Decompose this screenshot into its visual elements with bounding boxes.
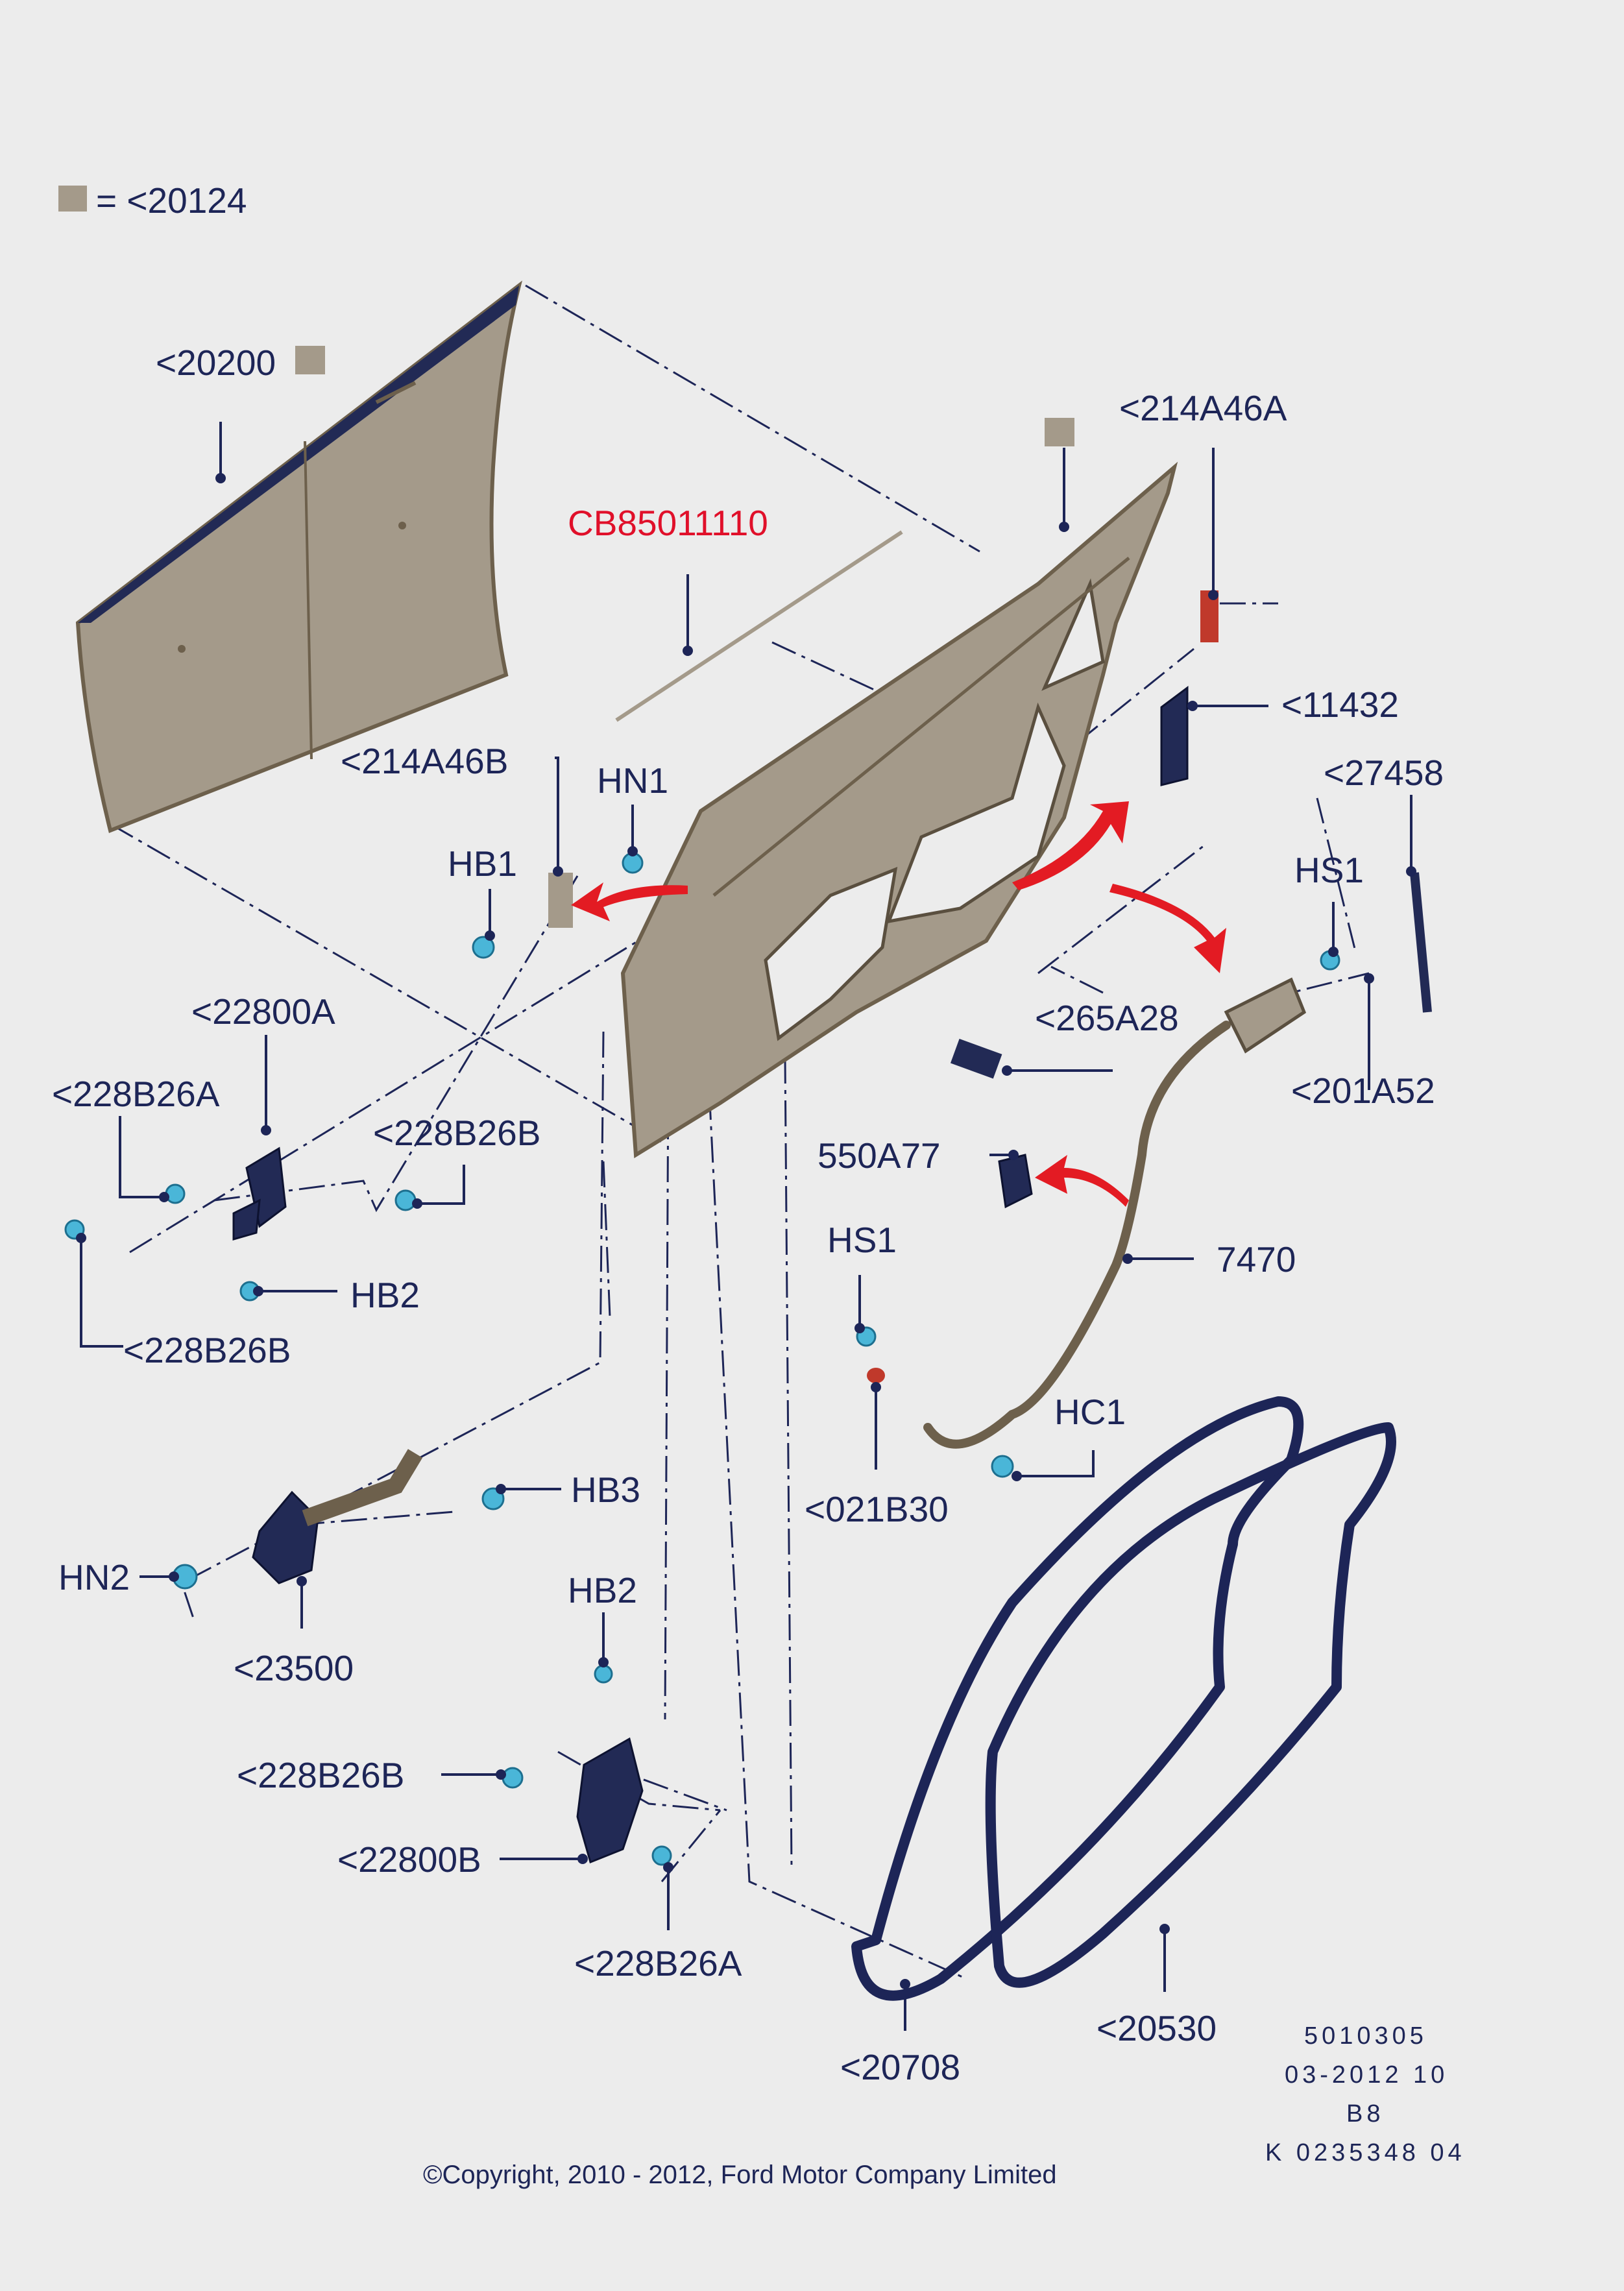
swatch-inner-panel [1045, 418, 1074, 446]
label-handle-265a28: <265A28 [1035, 998, 1179, 1038]
hb1-clip [472, 936, 495, 959]
label-grommet-021b30: <021B30 [805, 1489, 949, 1529]
part-labels: <20200 CB85011110 <214A46A <214A46B HN1 … [52, 343, 1444, 2087]
label-glass-run: CB85011110 [568, 503, 768, 543]
swatch-outer-panel [295, 346, 325, 374]
label-hs1-right: HS1 [1294, 850, 1364, 890]
label-outer-panel: <20200 [156, 343, 276, 383]
label-weatherstrip-20708: <20708 [840, 2047, 960, 2087]
screw-a-lower-clip [651, 1845, 672, 1866]
label-screw-a-lower: <228B26A [574, 1943, 742, 1983]
hinge-22800a [232, 1146, 287, 1241]
hinge-22800b [576, 1737, 644, 1864]
label-check-strap-cover: <214A46B [341, 741, 508, 781]
strip-27458 [1410, 872, 1432, 1013]
handle-265a28 [950, 1038, 1002, 1079]
cable-7470 [923, 1021, 1231, 1449]
door-latch-201a52 [1224, 977, 1307, 1054]
arrow-latch-icon [1035, 1155, 1129, 1207]
label-bracket-11432: <11432 [1281, 685, 1399, 725]
hc1-clip [991, 1455, 1014, 1478]
outer-door-panel [75, 280, 522, 834]
legend: = <20124 [58, 180, 247, 221]
label-hinge-lower: <22800B [337, 1839, 481, 1880]
check-strap-23500 [252, 1449, 423, 1584]
screw-a-upper-clip [165, 1183, 186, 1204]
label-hc1: HC1 [1054, 1392, 1126, 1432]
leader-lines [76, 422, 1416, 2031]
label-check-23500: <23500 [234, 1648, 354, 1688]
label-hb1: HB1 [448, 843, 517, 884]
inner-door-frame [620, 461, 1178, 1159]
screw-b-upper-right-clip [394, 1189, 417, 1211]
label-latch-201a52: <201A52 [1291, 1071, 1435, 1111]
legend-text: = <20124 [96, 180, 247, 221]
label-inner-panel: <214A46A [1119, 388, 1287, 428]
footer-code-2: 03-2012 10 [1285, 2061, 1448, 2089]
label-strip-27458: <27458 [1324, 753, 1444, 793]
hb3-clip [481, 1487, 505, 1510]
arrow-left-icon [571, 882, 688, 921]
footer-code-3: B8 [1346, 2100, 1384, 2127]
label-screw-b-lower: <228B26B [237, 1755, 404, 1795]
screw-b-lower-clip [502, 1767, 524, 1789]
label-weatherstrip-20530: <20530 [1097, 2008, 1217, 2048]
footer: 5010305 03-2012 10 B8 K 0235348 04 ©Copy… [423, 2022, 1466, 2189]
footer-code-1: 5010305 [1304, 2022, 1427, 2050]
label-hb3: HB3 [571, 1470, 640, 1510]
label-hn2: HN2 [58, 1557, 130, 1597]
label-hs1-mid: HS1 [827, 1220, 897, 1260]
arrow-up-right-icon [1012, 801, 1129, 890]
check-strap-cover [548, 873, 573, 928]
hb2-lower-clip [594, 1664, 613, 1684]
label-clip-550a77: 550A77 [818, 1135, 941, 1176]
label-hinge-upper: <22800A [191, 991, 335, 1032]
copyright: ©Copyright, 2010 - 2012, Ford Motor Comp… [423, 2161, 1057, 2189]
direction-arrows [571, 801, 1226, 1207]
label-screw-b-upper-right: <228B26B [373, 1113, 540, 1153]
label-hb2-lower: HB2 [568, 1570, 637, 1610]
clip-550a77 [998, 1154, 1033, 1209]
weatherstrip-20530 [985, 1422, 1396, 1988]
label-hn1: HN1 [597, 760, 668, 801]
legend-swatch [58, 186, 87, 212]
label-cable-7470: 7470 [1217, 1239, 1296, 1279]
arrow-down-right-icon [1109, 884, 1226, 973]
label-hb2-upper: HB2 [350, 1275, 420, 1315]
fasteners [64, 852, 1340, 1866]
grommet-021b30 [867, 1368, 885, 1383]
footer-code-4: K 0235348 04 [1265, 2139, 1466, 2166]
bracket-11432 [1160, 686, 1189, 786]
label-screw-b-upper-left: <228B26B [123, 1330, 291, 1370]
glass-run-strip [615, 530, 903, 722]
label-screw-a-upper: <228B26A [52, 1074, 220, 1114]
